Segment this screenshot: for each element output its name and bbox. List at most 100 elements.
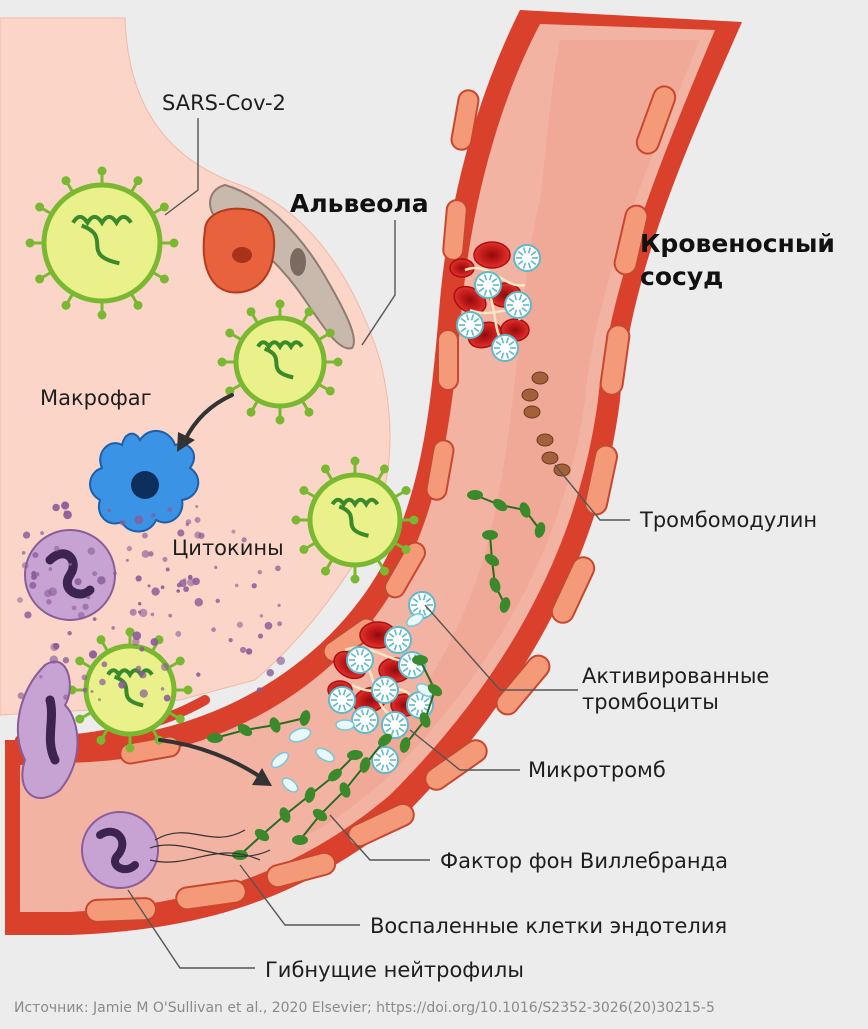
- cytokine-dot: [24, 611, 32, 619]
- label-cytokines: Цитокины: [172, 536, 284, 560]
- cytokine-dot: [46, 599, 52, 605]
- neutrophil-3: [81, 811, 159, 889]
- cytokine-dot: [264, 621, 273, 630]
- cytokine-dot: [17, 597, 23, 603]
- cytokine-dot: [277, 603, 281, 607]
- cytokine-dot: [138, 670, 145, 677]
- cytokine-dot: [67, 631, 72, 636]
- activated-platelet: [408, 591, 436, 619]
- activated-platelet: [371, 676, 399, 704]
- activated-platelet: [513, 244, 541, 272]
- cytokine-dot: [276, 656, 286, 666]
- cytokine-dot: [150, 638, 159, 646]
- cytokine-dot: [97, 576, 106, 585]
- label-activated-platelets-2: тромбоциты: [582, 690, 719, 714]
- virus-particle: [217, 299, 343, 425]
- label-alveola: Альвеола: [290, 189, 429, 218]
- cytokine-dot: [135, 575, 142, 582]
- cytokine-dot: [148, 551, 154, 557]
- activated-platelet: [381, 711, 409, 739]
- cytokine-dot: [90, 689, 94, 694]
- cytokine-dot: [61, 501, 70, 510]
- activated-platelet: [406, 691, 434, 719]
- cytokine-dot: [40, 531, 45, 535]
- activated-platelet: [328, 686, 356, 714]
- alveolar-cell-nucleus: [290, 248, 306, 276]
- virus-particle: [25, 166, 179, 320]
- cytokine-dot: [228, 638, 233, 643]
- cytokine-dot: [135, 665, 142, 672]
- net-strands: [149, 829, 271, 863]
- vwf-chain: [467, 490, 546, 538]
- macrophage: [89, 430, 200, 533]
- cytokine-dot: [92, 617, 97, 622]
- thrombomodulin-bead: [553, 463, 571, 477]
- activated-platelet: [491, 334, 519, 362]
- cytokine-dot: [215, 598, 220, 604]
- vwf-chain: [232, 749, 363, 860]
- activated-platelet: [456, 311, 484, 339]
- label-thrombomodulin: Тромбомодулин: [639, 508, 817, 532]
- cytokine-dot: [49, 655, 58, 664]
- cytokine-dot: [39, 675, 43, 679]
- cytokine-dot: [251, 583, 257, 589]
- neutrophil-2: [17, 660, 79, 800]
- cytokine-dot: [52, 503, 60, 512]
- cytokine-dot: [62, 656, 70, 664]
- thrombomodulin-bead: [531, 371, 549, 385]
- infected-epithelial-cell: [202, 207, 276, 294]
- cytokine-dot: [150, 612, 155, 617]
- label-blood-vessel-1: Кровеносный: [640, 229, 835, 258]
- arrows: [158, 393, 264, 780]
- cytokine-dot: [168, 613, 173, 618]
- cytokine-dot: [29, 581, 37, 589]
- cytokine-dot: [245, 648, 253, 655]
- cytokine-dot: [151, 512, 156, 518]
- thrombomodulin-bead: [536, 433, 554, 447]
- cytokine-dot: [163, 694, 171, 702]
- cytokine-dot: [160, 662, 170, 672]
- cytokine-dot: [101, 661, 108, 668]
- cytokine-dot: [134, 515, 144, 525]
- cytokine-dot: [22, 531, 31, 539]
- cytokine-dot: [236, 621, 244, 628]
- cytokine-dot: [88, 650, 98, 659]
- cytokine-dot: [183, 586, 189, 593]
- cytokine-dot: [97, 698, 102, 702]
- cytokine-dot: [239, 646, 247, 654]
- cytokine-dot: [92, 571, 98, 577]
- cytokine-dot: [48, 567, 53, 571]
- virus-particle: [67, 627, 193, 753]
- cytokine-dot: [139, 646, 145, 652]
- vessel-lumen-shade: [300, 40, 700, 838]
- cytokine-dot: [125, 558, 129, 562]
- label-inflamed-endothelium: Воспаленные клетки эндотелия: [370, 914, 727, 938]
- cytokine-dot: [21, 562, 29, 569]
- label-blood-vessel-2: сосуд: [640, 262, 723, 291]
- cytokine-dot: [137, 602, 142, 606]
- cytokine-dot: [194, 598, 203, 607]
- cytokine-dot: [31, 571, 37, 577]
- cytokine-dot: [141, 550, 150, 558]
- cytokine-dot: [119, 519, 126, 526]
- cytokine-dot: [160, 585, 165, 590]
- virus-particle: [291, 456, 419, 584]
- label-activated-platelets-1: Активированные: [582, 664, 769, 688]
- cytokine-dot: [113, 571, 117, 575]
- cytokine-dot: [118, 681, 126, 689]
- cytokine-dot: [259, 614, 264, 618]
- cytokine-dot: [275, 565, 281, 572]
- cytokine-dot: [165, 567, 170, 572]
- cytokine-dot: [52, 642, 60, 650]
- von-willebrand-factor-chains: [207, 490, 546, 860]
- cytokine-dot: [195, 504, 199, 509]
- label-dying-neutrophils: Гибнущие нейтрофилы: [265, 958, 524, 982]
- thrombomodulin-bead: [523, 405, 541, 419]
- label-macrophage: Макрофаг: [40, 386, 152, 410]
- cytokine-dot: [241, 537, 247, 543]
- label-microthrombus: Микротромб: [528, 758, 666, 782]
- cytokine-dot: [32, 552, 39, 559]
- activated-platelet: [371, 746, 399, 774]
- cytokine-dot: [68, 562, 72, 566]
